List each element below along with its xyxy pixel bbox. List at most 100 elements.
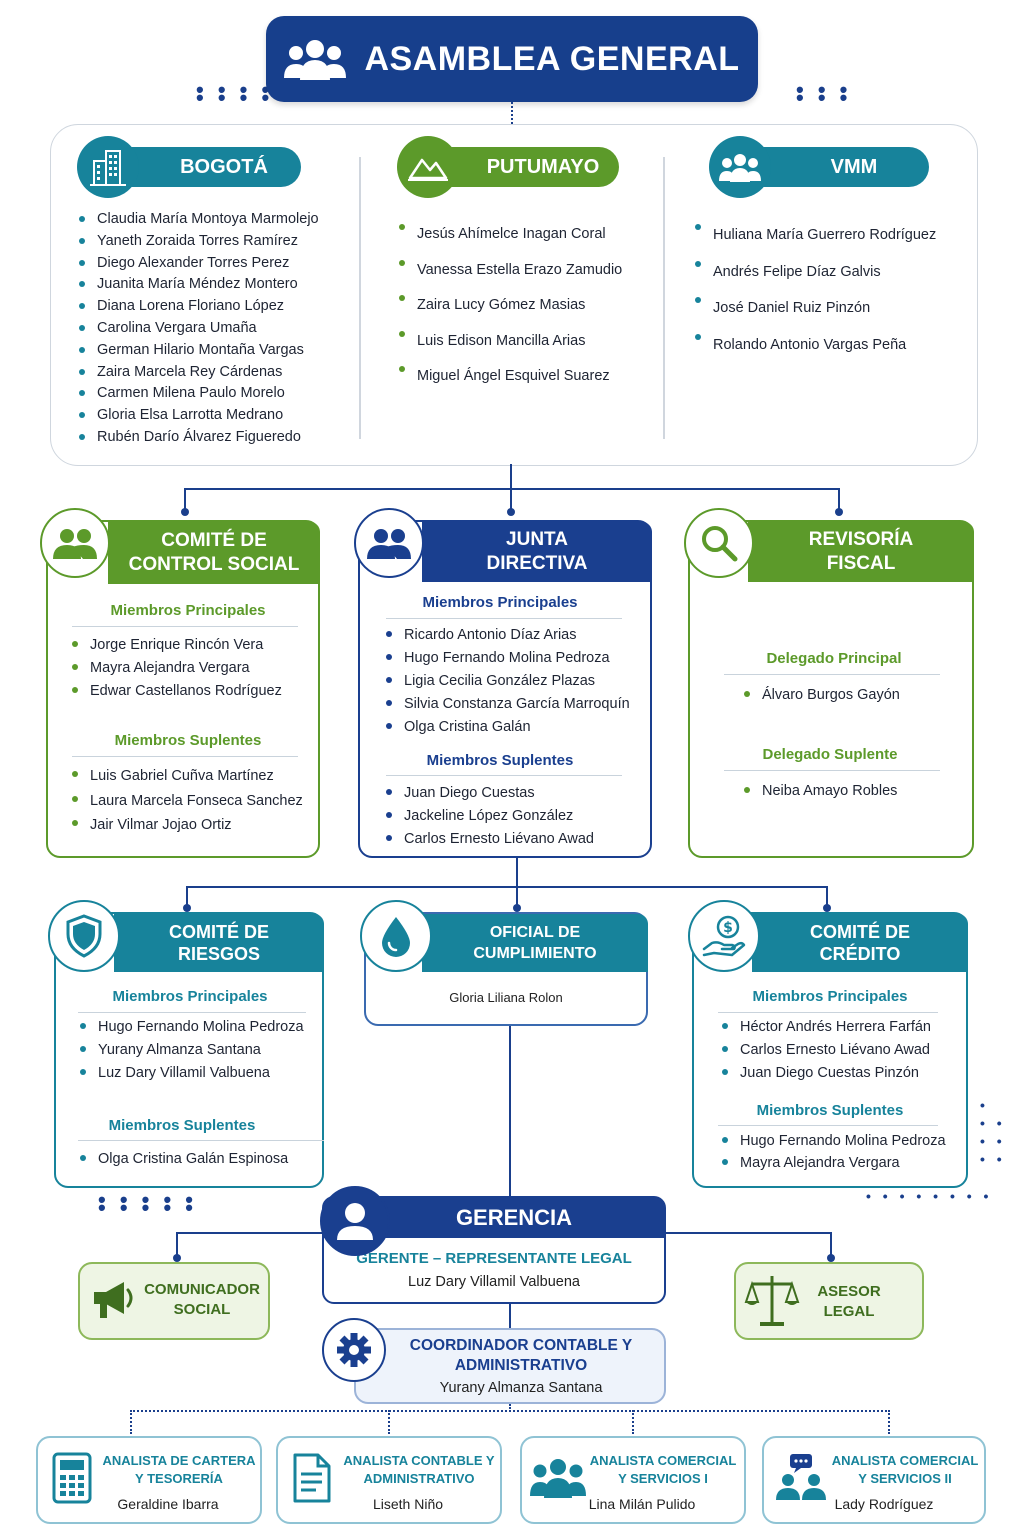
connector [666, 1232, 832, 1234]
region-title-text: PUTUMAYO [486, 155, 600, 178]
member-name: Diana Lorena Floriano López [77, 296, 367, 318]
coordinador-name: Yurany Almanza Santana [439, 1380, 603, 1396]
connector-knob [173, 1254, 181, 1262]
member-name: Yaneth Zoraida Torres Ramírez [77, 231, 367, 253]
decorative-dots: • • • • • • • • [866, 1188, 993, 1204]
connector [510, 464, 512, 488]
member-name: Hugo Fernando Molina Pedroza [720, 1130, 966, 1152]
gear-icon [322, 1318, 386, 1382]
connector [184, 488, 186, 512]
people-group-icon [709, 136, 771, 198]
member-name: Jesús Ahímelce Inagan Coral [397, 217, 657, 253]
member-name: Luis Gabriel Cuñva Martínez [70, 764, 320, 789]
magnifier-icon [684, 508, 754, 578]
decorative-dots: • • • • •• • • • • [98, 1187, 197, 1220]
title-line: COMUNICADOR [144, 1281, 260, 1298]
member-name: Ricardo Antonio Díaz Arias [384, 624, 652, 647]
divider [718, 1125, 938, 1126]
section-title-suplentes: Miembros Suplentes [108, 1117, 256, 1134]
connector [516, 858, 518, 888]
connector [184, 488, 840, 490]
section-title-principales: Miembros Principales [752, 988, 908, 1005]
decorative-dots: •• •• •• • [980, 1097, 1006, 1167]
title-line: GERENCIA [455, 1205, 573, 1230]
divider [386, 618, 622, 619]
connector [130, 1410, 890, 1412]
connector-knob [823, 904, 831, 912]
title-line: Y SERVICIOS II [858, 1471, 952, 1486]
connector-knob [181, 508, 189, 516]
title-line: ANALISTA DE CARTERA [102, 1453, 256, 1468]
divider [718, 1012, 938, 1013]
member-name: Jackeline López González [384, 805, 652, 828]
connector [186, 886, 828, 888]
title-line: ANALISTA CONTABLE Y [343, 1453, 495, 1468]
member-name: Carolina Vergara Umaña [77, 318, 367, 340]
title-line: CONTROL SOCIAL [128, 554, 300, 575]
people-pair-icon [354, 508, 424, 578]
member-name: Yurany Almanza Santana [78, 1039, 324, 1062]
analyst-title: ANALISTA CONTABLE Y ADMINISTRATIVO [338, 1452, 500, 1488]
connector [511, 102, 513, 124]
connector [510, 488, 512, 512]
asamblea-general-header: ASAMBLEA GENERAL [266, 16, 758, 102]
connector-knob [835, 508, 843, 516]
member-name: Héctor Andrés Herrera Farfán [720, 1016, 966, 1039]
member-name: Jorge Enrique Rincón Vera [70, 634, 320, 657]
title-line: REVISORÍA [808, 529, 914, 550]
title-line: ADMINISTRATIVO [363, 1471, 475, 1486]
gerente-name: Luz Dary Villamil Valbuena [408, 1274, 580, 1290]
section-title-suplentes: Miembros Suplentes [426, 752, 574, 769]
decorative-dots: • • •• • • [796, 77, 852, 110]
title-line: ASESOR [817, 1283, 881, 1300]
member-name: Rolando Antonio Vargas Peña [693, 327, 973, 364]
oficial-name: Gloria Liliana Rolon [449, 990, 563, 1005]
member-name: Gloria Elsa Larrotta Medrano [77, 405, 367, 427]
member-name: Diego Alexander Torres Perez [77, 253, 367, 275]
member-name: Huliana María Guerrero Rodríguez [693, 217, 973, 254]
shield-icon [48, 900, 120, 972]
title-line: COORDINADOR CONTABLE Y [409, 1337, 633, 1354]
connector [176, 1232, 178, 1258]
comite-control-social-box: COMITÉ DE CONTROL SOCIAL Miembros Princip… [46, 520, 320, 858]
member-name: German Hilario Montaña Vargas [77, 340, 367, 362]
region-title-text: BOGOTÁ [180, 155, 268, 178]
member-name: Jair Vilmar Jojao Ortiz [70, 813, 320, 838]
title-line: COMITÉ DE [809, 922, 910, 942]
title-line: CUMPLIMIENTO [473, 945, 597, 962]
title-line: RIESGOS [177, 944, 261, 964]
section-title-principales: Miembros Principales [422, 594, 578, 611]
gerente-role: GERENTE – REPRESENTANTE LEGAL [356, 1250, 632, 1267]
divider [359, 157, 361, 439]
section-title-principales: Miembros Principales [110, 602, 266, 619]
connector-knob [513, 904, 521, 912]
analyst-name: Liseth Niño [372, 1496, 444, 1512]
connector [838, 488, 840, 512]
title-line: Y SERVICIOS I [618, 1471, 708, 1486]
connector [509, 1304, 511, 1330]
connector [186, 886, 188, 908]
title-line: COMITÉ DE [161, 530, 267, 551]
divider [663, 157, 665, 439]
member-name: Edwar Castellanos Rodríguez [70, 680, 320, 703]
member-name: Hugo Fernando Molina Pedroza [78, 1016, 324, 1039]
people-pair-icon [40, 508, 110, 578]
